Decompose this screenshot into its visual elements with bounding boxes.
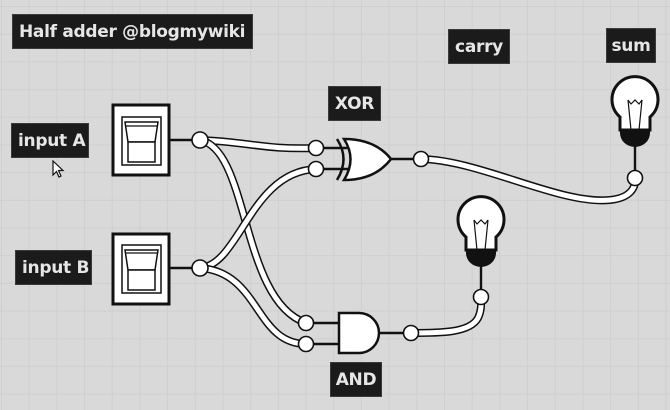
switch-a[interactable] <box>111 103 195 177</box>
wire-and-carry-fill <box>408 294 484 336</box>
xor-label: XOR <box>328 86 381 121</box>
switch-a-output-pin[interactable] <box>191 131 209 149</box>
wires <box>196 136 640 348</box>
carry-input-pin[interactable] <box>472 288 490 306</box>
rocker-icon <box>124 121 159 143</box>
wire-a-xor-fill <box>197 137 319 151</box>
xor-gate[interactable] <box>320 137 416 182</box>
wire-xor-sum-fill <box>418 156 638 203</box>
sum-input-pin[interactable] <box>626 169 644 187</box>
and-label: AND <box>330 362 382 397</box>
carry-bulb-icon <box>456 195 506 292</box>
wire-b-xor-fill <box>197 166 319 271</box>
wire-a-and-fill <box>197 137 309 326</box>
input-b-label: input B <box>15 250 92 285</box>
xor-output-pin[interactable] <box>412 150 430 168</box>
xor-input-b-pin[interactable] <box>307 160 325 178</box>
and-gate[interactable] <box>310 311 406 355</box>
mouse-cursor-icon <box>52 160 65 178</box>
title-label: Half adder @blogmywiki <box>12 14 253 49</box>
sum-bulb-icon <box>610 75 660 173</box>
and-input-b-pin[interactable] <box>297 335 315 353</box>
xor-input-a-pin[interactable] <box>307 139 325 157</box>
and-output-pin[interactable] <box>402 324 420 342</box>
input-a-label: input A <box>11 123 89 158</box>
switch-b-output-pin[interactable] <box>191 259 209 277</box>
wire-a-and[interactable] <box>196 136 310 327</box>
switch-b[interactable] <box>111 232 195 306</box>
wire-b-and-fill <box>197 265 309 347</box>
carry-label: carry <box>448 29 510 64</box>
and-input-a-pin[interactable] <box>297 314 315 332</box>
sum-label: sum <box>606 28 656 63</box>
